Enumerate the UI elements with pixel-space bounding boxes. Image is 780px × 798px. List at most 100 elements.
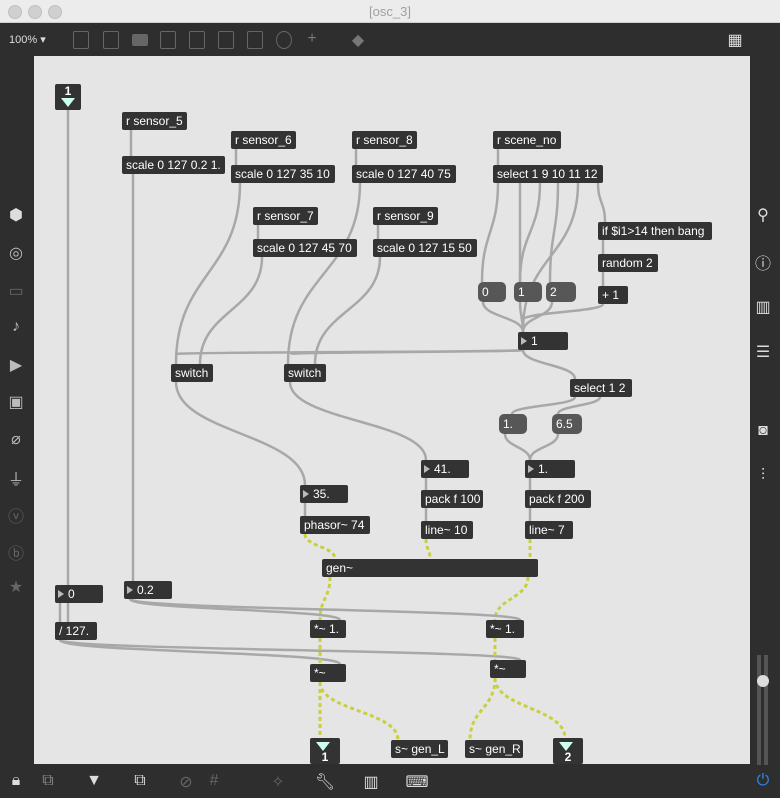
number-box[interactable]: 1. (525, 460, 575, 478)
wrench-icon[interactable]: 🔧︎ (314, 774, 336, 791)
patch-cord[interactable] (58, 638, 342, 666)
dsp-power-icon[interactable]: ⏻ (756, 772, 770, 789)
object-box[interactable]: *~ 1. (310, 620, 346, 638)
patch-cord[interactable] (480, 182, 500, 283)
slider-icon[interactable] (247, 31, 263, 49)
signal-patch-cord[interactable] (493, 576, 530, 621)
object-box[interactable]: select 1 9 10 11 12 (493, 165, 603, 183)
beap-icon[interactable]: ⓑ (7, 546, 24, 563)
reference-book-icon[interactable]: ▥ (755, 299, 771, 316)
patch-cord[interactable] (528, 433, 560, 461)
toggle-icon[interactable] (218, 31, 234, 49)
object-box[interactable]: gen~ (322, 559, 538, 577)
number-box[interactable]: 41. (421, 460, 469, 478)
star-icon[interactable]: ★ (8, 579, 24, 596)
number-box[interactable]: 0.2 (124, 581, 172, 599)
object-box[interactable]: + 1 (598, 286, 628, 304)
lock-icon[interactable]: 🔒︎ (11, 772, 21, 789)
snapshot-icon[interactable]: ◙ (758, 422, 768, 439)
object-box[interactable]: random 2 (598, 254, 658, 272)
object-box[interactable]: phasor~ 74 (300, 516, 370, 534)
signal-patch-cord[interactable] (318, 576, 332, 621)
object-box-icon[interactable] (160, 31, 176, 49)
message-box[interactable]: 6.5 (552, 414, 582, 434)
patch-cord[interactable] (521, 349, 577, 380)
object-box[interactable]: r sensor_8 (352, 131, 417, 149)
signal-patch-cord[interactable] (493, 677, 567, 739)
object-box[interactable]: s~ gen_R (465, 740, 523, 758)
comment-icon[interactable] (103, 31, 119, 49)
object-box[interactable]: pack f 100 (421, 490, 483, 508)
level-meter-slider[interactable] (756, 655, 770, 765)
signal-patch-cord[interactable] (424, 538, 432, 560)
music-note-icon[interactable]: ♪ (12, 318, 20, 335)
search-icon[interactable]: ⚲ (757, 207, 769, 224)
zoom-window-button[interactable] (48, 5, 62, 19)
debug-icon[interactable]: ✧ (271, 774, 285, 791)
signal-patch-cord[interactable] (468, 677, 497, 741)
patch-cord[interactable] (58, 638, 522, 662)
object-box[interactable]: *~ 1. (486, 620, 524, 638)
media-icon[interactable]: ▭ (8, 283, 24, 300)
patch-cord[interactable] (548, 182, 560, 283)
package-icon[interactable]: ⬢ (9, 207, 23, 224)
presentation-mode-icon[interactable]: ⧉ (42, 772, 54, 789)
object-box[interactable]: scale 0 127 45 70 (253, 239, 357, 257)
speech-icon[interactable] (132, 34, 148, 46)
object-box[interactable]: switch (284, 364, 326, 382)
outlet-object[interactable]: 2 (553, 738, 583, 764)
patch-cord[interactable] (518, 182, 542, 283)
message-box[interactable]: 0 (478, 282, 506, 302)
object-box[interactable]: switch (171, 364, 213, 382)
patch-cord[interactable] (521, 182, 580, 331)
patch-cord[interactable] (174, 381, 307, 486)
patch-cord[interactable] (128, 597, 522, 622)
comment-toggle-icon[interactable]: ▼ (86, 772, 102, 789)
patch-cord[interactable] (288, 381, 428, 461)
piano-icon[interactable]: ▥ (363, 774, 379, 791)
paperclip-icon[interactable]: ⌀ (11, 431, 21, 448)
object-box[interactable]: scale 0 127 0.2 1. (122, 156, 225, 174)
patch-cord[interactable] (521, 301, 554, 333)
message-box[interactable]: 1. (499, 414, 527, 434)
object-box[interactable]: / 127. (55, 622, 97, 640)
patch-cord[interactable] (286, 182, 362, 365)
plug-icon[interactable]: ⏚ (7, 472, 24, 489)
play-list-icon[interactable]: ▶ (9, 357, 23, 374)
patch-cord[interactable] (556, 396, 602, 415)
keyboard-icon[interactable]: ⌨ (405, 774, 429, 791)
target-icon[interactable]: ◎ (9, 245, 23, 262)
object-box[interactable]: r scene_no (493, 131, 561, 149)
number-box[interactable]: 1 (518, 332, 568, 350)
patch-cord[interactable] (596, 182, 607, 223)
object-box[interactable]: r sensor_6 (231, 131, 296, 149)
object-box[interactable]: s~ gen_L (391, 740, 448, 758)
dial-icon[interactable] (276, 31, 292, 49)
patch-cord[interactable] (510, 395, 577, 416)
list-icon[interactable]: ☰ (755, 344, 771, 361)
number-box[interactable]: 35. (300, 485, 348, 503)
signal-patch-cord[interactable] (318, 681, 400, 741)
image-icon[interactable]: ▣ (8, 394, 24, 411)
paint-bucket-icon[interactable]: ◆ (351, 32, 365, 49)
object-box[interactable]: scale 0 127 35 10 (231, 165, 335, 183)
patch-cord[interactable] (521, 302, 605, 322)
inlet-object[interactable]: 1 (55, 84, 81, 110)
patch-cord[interactable] (288, 348, 525, 356)
object-box[interactable]: *~ (490, 660, 526, 678)
patch-cord[interactable] (174, 182, 242, 365)
outlet-object[interactable]: 1 (310, 738, 340, 764)
mute-icon[interactable]: ⊘ (179, 774, 193, 791)
patch-cord[interactable] (198, 256, 264, 365)
object-box[interactable]: r sensor_9 (373, 207, 438, 225)
patch-cord[interactable] (313, 256, 382, 365)
button-icon[interactable] (189, 31, 205, 49)
object-box[interactable]: select 1 2 (570, 379, 632, 397)
presentation-icon[interactable] (73, 31, 89, 49)
object-box[interactable]: *~ (310, 664, 346, 682)
mixer-icon[interactable]: ⫶ (760, 467, 765, 484)
vizzie-icon[interactable]: ⓥ (7, 509, 24, 526)
patch-cord[interactable] (503, 433, 532, 461)
add-object-icon[interactable]: + (307, 30, 317, 47)
